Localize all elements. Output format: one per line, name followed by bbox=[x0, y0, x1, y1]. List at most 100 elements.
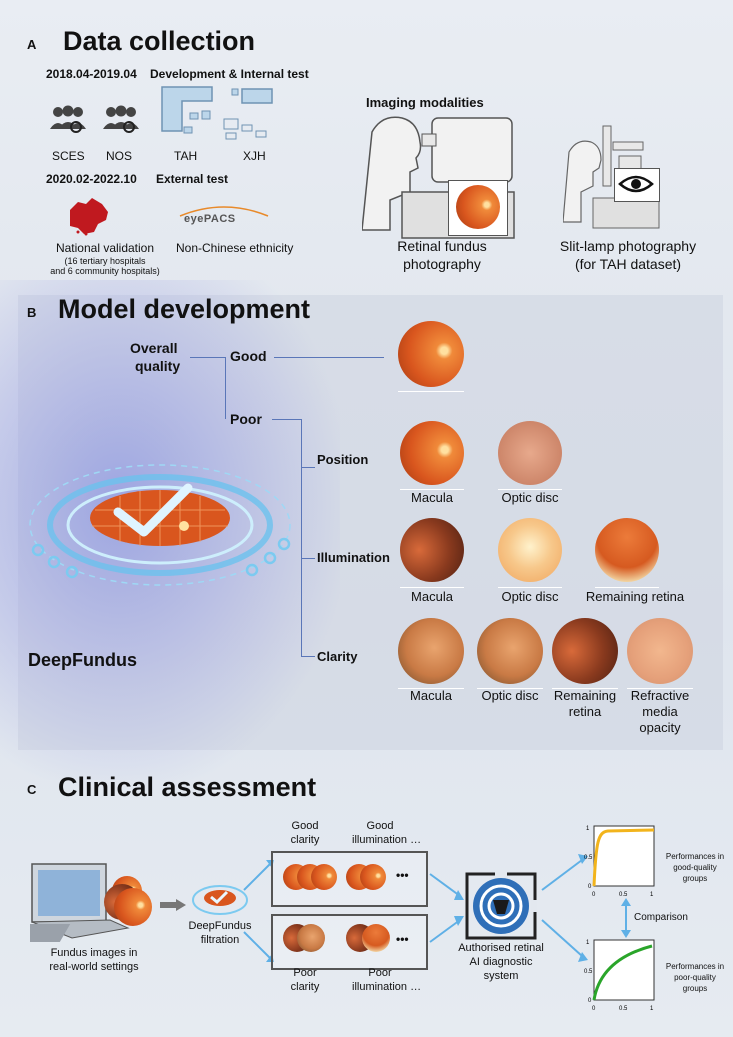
illumination-optic-disc-label: Optic disc bbox=[501, 589, 559, 604]
illumination-macula-label: Macula bbox=[411, 589, 453, 604]
fundus-good bbox=[398, 321, 464, 387]
underline-pos-2 bbox=[498, 489, 562, 490]
tree-line-poor bbox=[272, 419, 302, 420]
underline-illum-1 bbox=[400, 587, 464, 588]
slit-lamp-label-2: (for TAH dataset) bbox=[574, 256, 682, 272]
good-clarity-fundus-3 bbox=[311, 864, 337, 890]
slit-lamp-label-1: Slit-lamp photography bbox=[559, 238, 697, 254]
overall-quality-label-2: quality bbox=[135, 358, 181, 374]
fundus-clarity-optic-disc bbox=[477, 618, 543, 684]
ai-system-label-1: Authorised retinal bbox=[458, 942, 544, 954]
perf-good-label-1: Performances in bbox=[665, 852, 725, 861]
poor-tick-x-0: 0 bbox=[592, 1006, 596, 1012]
tree-line-illumination bbox=[301, 558, 315, 559]
illumination-label: Illumination bbox=[317, 550, 390, 565]
tree-line-root bbox=[190, 357, 226, 358]
poor-clarity-label-1: Poor bbox=[293, 967, 317, 979]
good-tick-x-1: 1 bbox=[650, 892, 654, 898]
site-nos: NOS bbox=[106, 149, 133, 163]
site-sces: SCES bbox=[52, 149, 85, 163]
clarity-label: Clarity bbox=[317, 649, 358, 664]
deepfundus-brand: DeepFundus bbox=[28, 650, 138, 670]
fundus-illumination-remaining-retina bbox=[595, 518, 659, 582]
clarity-remaining-label-2: retina bbox=[568, 704, 602, 719]
tree-line-poor-vertical bbox=[301, 419, 302, 657]
fundus-clarity-macula bbox=[398, 618, 464, 684]
poor-tick-y-1: 1 bbox=[586, 940, 590, 946]
fundus-clarity-refractive-media bbox=[627, 618, 693, 684]
fundus-stack-front bbox=[114, 888, 152, 926]
underline-clar-1 bbox=[398, 688, 464, 689]
perf-good-label-3: groups bbox=[682, 874, 708, 883]
comparison-double-arrow bbox=[621, 898, 631, 938]
poor-tick-x-1: 1 bbox=[650, 1006, 654, 1012]
tree-line-good bbox=[274, 357, 384, 358]
development-label: Development & Internal test bbox=[150, 67, 309, 81]
fundus-position-optic-disc bbox=[498, 421, 562, 485]
to-ai-arrows bbox=[429, 873, 464, 943]
good-illum-fundus-2 bbox=[360, 864, 386, 890]
underline-pos-1 bbox=[400, 489, 464, 490]
china-map-icon bbox=[70, 198, 108, 236]
ai-diagnostic-system-icon bbox=[465, 872, 537, 940]
underline-clar-2 bbox=[477, 688, 543, 689]
clarity-optic-disc-label: Optic disc bbox=[481, 688, 539, 703]
hospital-building-icons bbox=[161, 86, 273, 140]
underline-good bbox=[398, 391, 464, 392]
site-tah: TAH bbox=[174, 149, 198, 163]
eyepacs-swoosh-icon bbox=[179, 206, 269, 217]
national-validation-detail-1: (16 tertiary hospitals bbox=[64, 256, 146, 266]
deepfundus-hologram-icon bbox=[29, 464, 291, 586]
poor-tick-y-05: 0.5 bbox=[584, 969, 593, 975]
poor-illumination-label-2: illumination … bbox=[352, 981, 422, 993]
good-illumination-label-1: Good bbox=[366, 820, 394, 832]
comparison-label: Comparison bbox=[634, 912, 688, 923]
underline-clar-4 bbox=[627, 688, 693, 689]
eye-icon bbox=[618, 175, 654, 193]
arrow-right-icon bbox=[160, 899, 186, 911]
poor-clarity-label-2: clarity bbox=[290, 981, 320, 993]
good-tick-y-0: 0 bbox=[588, 884, 592, 890]
tree-line-clarity bbox=[301, 656, 315, 657]
underline-illum-3 bbox=[595, 587, 659, 588]
fundus-images-label-1: Fundus images in bbox=[50, 947, 138, 959]
national-validation-title: National validation bbox=[55, 241, 155, 255]
tree-line-vertical bbox=[225, 357, 226, 419]
poor-tick-y-0: 0 bbox=[588, 998, 592, 1004]
retinal-fundus-label-2: photography bbox=[403, 256, 481, 272]
good-tick-y-1: 1 bbox=[586, 826, 590, 832]
good-clarity-label-2: clarity bbox=[290, 834, 320, 846]
overall-quality-label-1: Overall bbox=[130, 340, 178, 356]
poor-ellipsis: ••• bbox=[396, 932, 409, 946]
fundus-illumination-macula bbox=[400, 518, 464, 582]
national-validation-detail-2: and 6 community hospitals) bbox=[50, 266, 160, 276]
clarity-refractive-label-1: Refractive bbox=[630, 688, 690, 703]
fundus-clarity-remaining-retina bbox=[552, 618, 618, 684]
to-performance-arrows bbox=[541, 854, 588, 962]
section-b-title: Model development bbox=[58, 294, 311, 324]
fundus-position-macula bbox=[400, 421, 464, 485]
tree-line-position bbox=[301, 467, 315, 468]
clarity-refractive-label-2: media bbox=[642, 704, 678, 719]
position-macula-label: Macula bbox=[411, 490, 453, 505]
position-label: Position bbox=[317, 452, 369, 467]
position-optic-disc-label: Optic disc bbox=[501, 490, 559, 505]
perf-good-label-2: good-quality bbox=[673, 863, 717, 872]
non-chinese-label: Non-Chinese ethnicity bbox=[176, 241, 294, 255]
section-b-letter: B bbox=[27, 305, 37, 320]
poor-clarity-fundus-2 bbox=[297, 924, 325, 952]
poor-illum-fundus-2 bbox=[362, 924, 390, 952]
clarity-macula-label: Macula bbox=[410, 688, 452, 703]
poor-tick-x-05: 0.5 bbox=[619, 1006, 628, 1012]
section-a-letter: A bbox=[27, 37, 37, 52]
perf-poor-label-3: groups bbox=[682, 984, 708, 993]
perf-poor-label-2: poor-quality bbox=[674, 973, 716, 982]
filtration-label-1: DeepFundus bbox=[188, 920, 252, 932]
good-tick-x-0: 0 bbox=[592, 892, 596, 898]
good-performance-chart: 1 0.5 0 0 0.5 1 bbox=[584, 825, 655, 898]
poor-illumination-label-1: Poor bbox=[368, 967, 392, 979]
fundus-images-label-2: real-world settings bbox=[49, 961, 139, 973]
imaging-modalities-title: Imaging modalities bbox=[366, 95, 484, 110]
computer-monitor-icon bbox=[30, 863, 130, 942]
illumination-remaining-retina-label: Remaining retina bbox=[585, 589, 685, 604]
